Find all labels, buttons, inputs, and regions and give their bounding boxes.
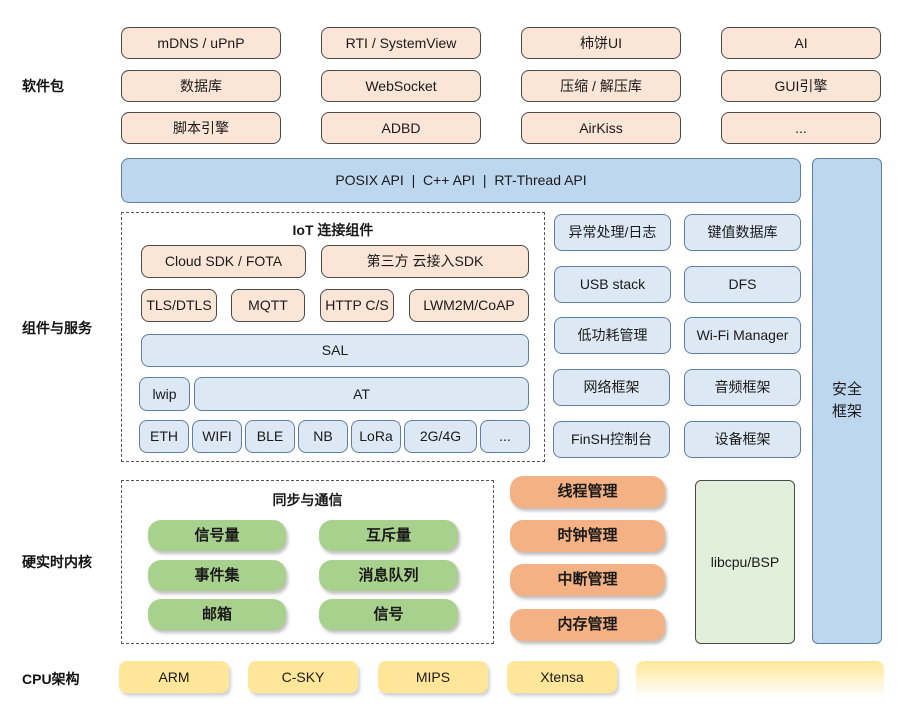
cpu-more-faded [636, 661, 884, 709]
service-kv-db: 键值数据库 [684, 214, 801, 251]
protocol-tls: TLS/DTLS [141, 289, 217, 322]
layer-label-cpu: CPU架构 [22, 671, 80, 687]
sync-mailbox: 邮箱 [148, 599, 286, 630]
protocol-lwm2m: LWM2M/CoAP [409, 289, 529, 322]
service-network-framework: 网络框架 [553, 369, 670, 406]
kernel-memory-mgmt: 内存管理 [510, 609, 665, 641]
sync-event-set: 事件集 [148, 560, 286, 591]
package-shibing-ui: 柿饼UI [521, 27, 681, 59]
kernel-interrupt-mgmt: 中断管理 [510, 564, 665, 596]
layer-label-components: 组件与服务 [22, 320, 92, 336]
package-more: ... [721, 112, 881, 144]
iot-title: IoT 连接组件 [292, 222, 374, 238]
libcpu-bsp: libcpu/BSP [695, 480, 795, 644]
sync-semaphore: 信号量 [148, 520, 286, 551]
security-framework: 安全 框架 [812, 158, 882, 644]
link-lora: LoRa [351, 420, 401, 453]
service-device-framework: 设备框架 [684, 421, 801, 458]
sync-title: 同步与通信 [272, 492, 343, 508]
service-finsh: FinSH控制台 [553, 421, 670, 458]
package-mdns: mDNS / uPnP [121, 27, 281, 59]
package-database: 数据库 [121, 70, 281, 102]
sync-message-queue: 消息队列 [319, 560, 458, 591]
package-adbd: ADBD [321, 112, 481, 144]
iot-cloud-sdk: Cloud SDK / FOTA [141, 245, 306, 278]
iot-sal: SAL [141, 334, 529, 367]
cpu-arm: ARM [119, 661, 229, 693]
api-bar: POSIX API | C++ API | RT-Thread API [121, 158, 801, 203]
package-rti: RTI / SystemView [321, 27, 481, 59]
iot-group [121, 212, 545, 462]
package-gui-engine: GUI引擎 [721, 70, 881, 102]
service-exception-log: 异常处理/日志 [554, 214, 671, 251]
cpu-xtensa: Xtensa [507, 661, 617, 693]
link-2g4g: 2G/4G [404, 420, 477, 453]
link-eth: ETH [139, 420, 189, 453]
package-script-engine: 脚本引擎 [121, 112, 281, 144]
protocol-mqtt: MQTT [231, 289, 305, 322]
sync-signal: 信号 [319, 599, 458, 630]
iot-at: AT [194, 377, 529, 411]
protocol-http: HTTP C/S [320, 289, 394, 322]
service-dfs: DFS [684, 266, 801, 303]
service-usb-stack: USB stack [554, 266, 671, 303]
service-audio-framework: 音频框架 [684, 369, 801, 406]
cpu-csky: C-SKY [248, 661, 358, 693]
link-wifi: WIFI [192, 420, 242, 453]
link-ble: BLE [245, 420, 295, 453]
iot-lwip: lwip [139, 377, 190, 411]
kernel-clock-mgmt: 时钟管理 [510, 520, 665, 552]
service-low-power: 低功耗管理 [554, 317, 671, 354]
package-ai: AI [721, 27, 881, 59]
sync-mutex: 互斥量 [319, 520, 458, 551]
layer-label-packages: 软件包 [22, 78, 64, 94]
iot-third-party-sdk: 第三方 云接入SDK [321, 245, 529, 278]
cpu-mips: MIPS [378, 661, 488, 693]
package-compression: 压缩 / 解压库 [521, 70, 681, 102]
link-more: ... [480, 420, 530, 453]
sync-group [121, 480, 494, 644]
service-wifi-manager: Wi-Fi Manager [684, 317, 801, 354]
link-nb: NB [298, 420, 348, 453]
kernel-thread-mgmt: 线程管理 [510, 476, 665, 508]
layer-label-kernel: 硬实时内核 [22, 554, 92, 570]
package-websocket: WebSocket [321, 70, 481, 102]
package-airkiss: AirKiss [521, 112, 681, 144]
